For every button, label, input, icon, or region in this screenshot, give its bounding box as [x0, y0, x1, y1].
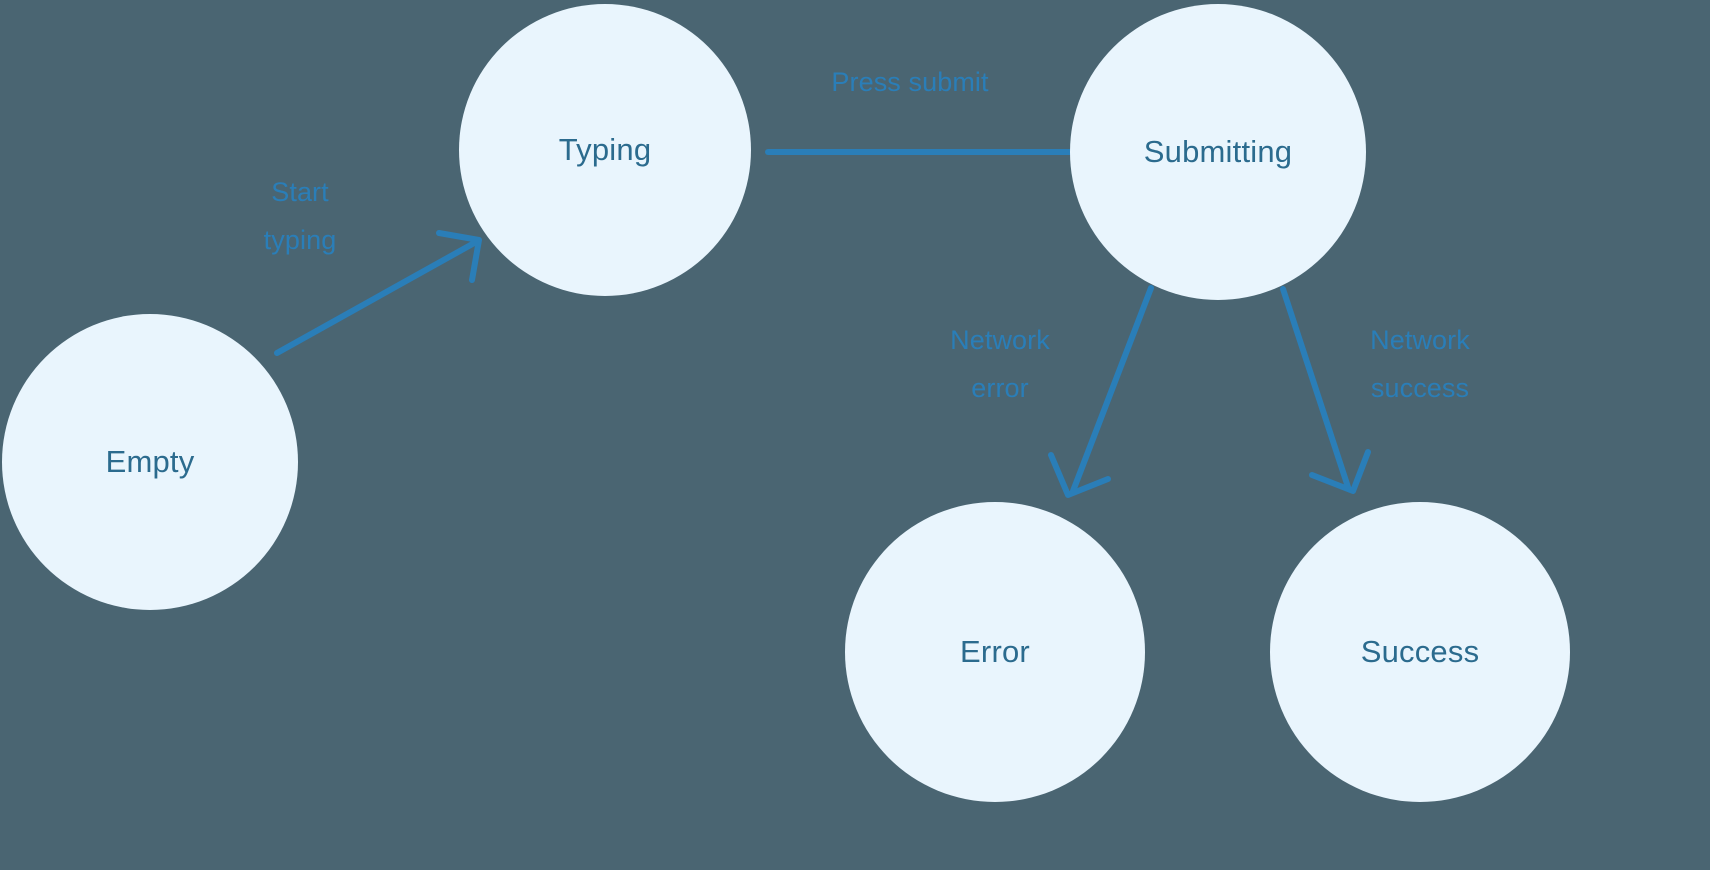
state-node-submitting[interactable]: Submitting	[1070, 4, 1366, 300]
state-node-error[interactable]: Error	[845, 502, 1145, 802]
state-label-empty: Empty	[105, 443, 195, 479]
arrowhead-submitting-to-success	[1309, 449, 1371, 494]
edge-empty-to-typing	[274, 230, 482, 356]
state-node-empty[interactable]: Empty	[2, 314, 298, 610]
edge-label-network-success: Network success	[1370, 325, 1470, 404]
state-label-submitting: Submitting	[1143, 133, 1293, 169]
state-label-success: Success	[1360, 633, 1480, 669]
state-node-success[interactable]: Success	[1270, 502, 1570, 802]
state-label-typing: Typing	[558, 131, 652, 167]
state-label-error: Error	[960, 633, 1030, 669]
edge-label-start-typing: Start typing	[263, 177, 337, 256]
edge-line-submitting-to-error	[1070, 285, 1154, 494]
edge-line-empty-to-typing	[274, 239, 479, 356]
edge-label-network-error: Network error	[950, 325, 1050, 404]
edge-line-submitting-to-success	[1280, 286, 1351, 490]
arrowhead-submitting-to-error	[1048, 452, 1111, 498]
edge-submitting-to-success	[1280, 286, 1371, 494]
arrowhead-empty-to-typing	[436, 230, 482, 283]
state-node-typing[interactable]: Typing	[459, 4, 751, 296]
edge-label-press-submit: Press submit	[831, 67, 989, 97]
edge-submitting-to-error	[1048, 285, 1154, 498]
